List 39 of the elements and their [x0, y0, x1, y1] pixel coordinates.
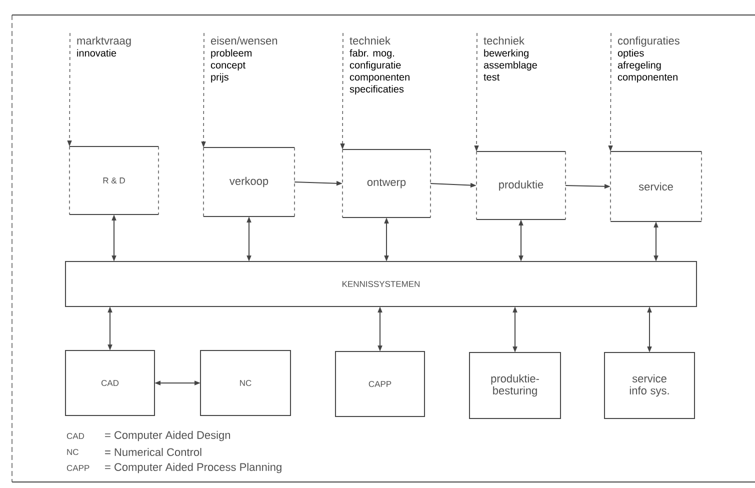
node-label: opties [618, 49, 644, 59]
input-list: eisen/wensen probleem concept prijs [210, 36, 278, 83]
node-label: test [484, 74, 500, 81]
node-label: componenten [350, 74, 410, 83]
process-box: service [610, 151, 702, 222]
system-box: service info sys. [604, 352, 695, 419]
node-label: bewerking [484, 49, 528, 59]
input-list: configuraties opties afregeling componenten [618, 36, 680, 83]
definition: = Computer Aided Process Planning [105, 462, 282, 474]
system-box: CAPP [335, 351, 425, 417]
input-list: techniek bewerking assemblage test [484, 36, 537, 81]
abbreviation: CAD [66, 433, 84, 439]
abbreviation: NC [67, 449, 78, 455]
input-list: marktvraag innovatie [77, 36, 131, 57]
system-box: CAD [65, 350, 155, 416]
node-label: probleem [211, 49, 252, 59]
node-label: techniek [484, 36, 524, 45]
node-label: techniek [350, 36, 390, 45]
process-box: ontwerp [342, 149, 431, 218]
node-label: prijs [211, 73, 228, 83]
system-box: NC [200, 350, 291, 416]
definition: = Computer Aided Design [105, 430, 230, 442]
process-box: R & D [69, 146, 159, 215]
node-label: assemblage [484, 61, 537, 71]
system-box: produktie- besturing [469, 352, 561, 419]
node-label: configuraties [618, 36, 680, 47]
node-label: eisen/wensen [210, 36, 278, 45]
node-label: configuratie [350, 61, 401, 71]
abbreviation: CAPP [66, 465, 90, 471]
node-label: specificaties [350, 85, 404, 95]
node-label: concept [210, 62, 246, 71]
node-label: fabr. mog. [350, 49, 394, 59]
node-label: componenten [618, 74, 678, 83]
system-band: KENNISSYSTEMEN [65, 261, 697, 307]
process-box: produktie [476, 151, 566, 220]
node-label: afregeling [618, 61, 661, 71]
definition: = Numerical Control [105, 448, 202, 456]
process-box: verkoop [203, 147, 295, 217]
input-list: techniek fabr. mog. configuratie componenten specificaties [350, 36, 410, 95]
